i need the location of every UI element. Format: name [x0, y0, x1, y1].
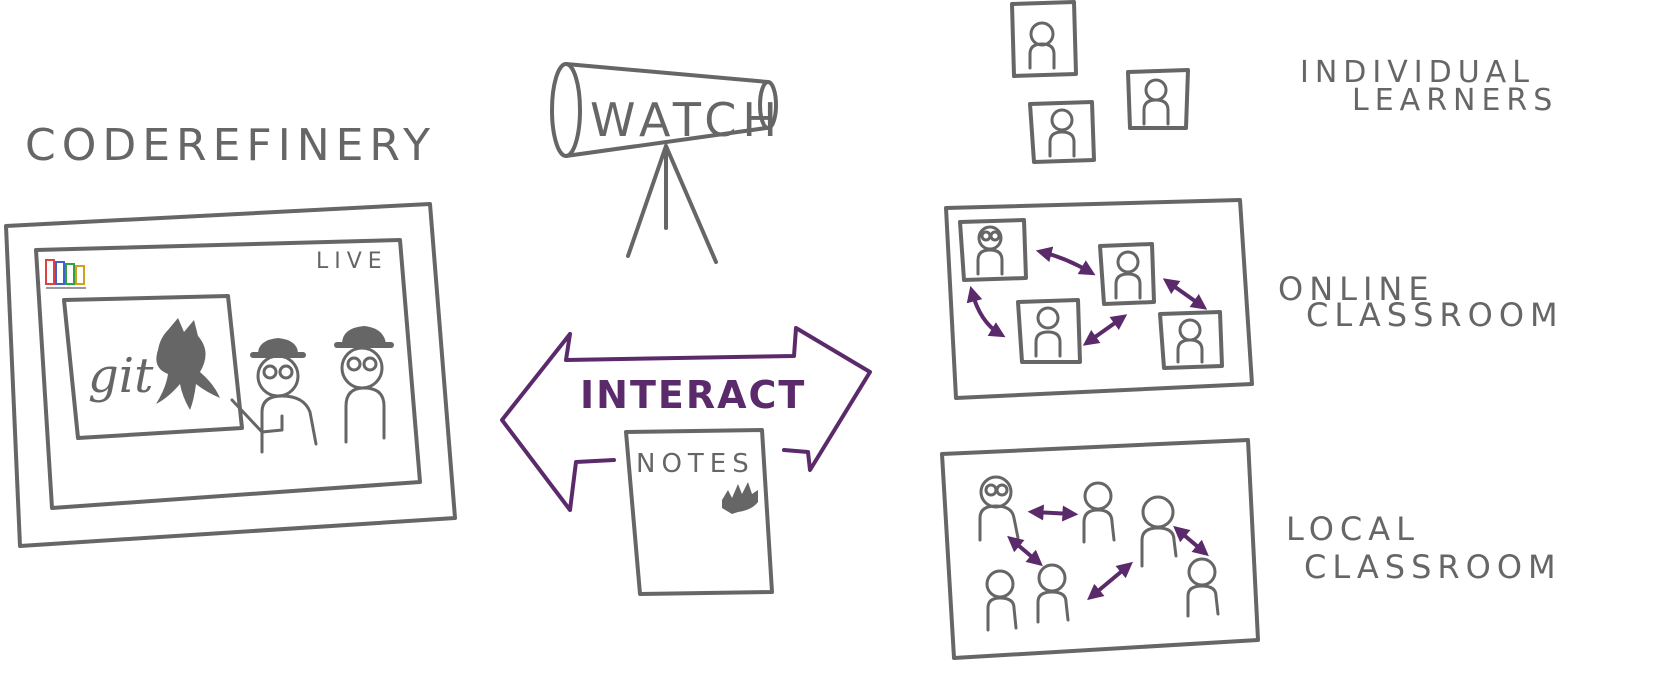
local-interaction-arrows — [1007, 504, 1209, 601]
local-person-glasses — [978, 475, 1020, 542]
notes-document — [624, 428, 774, 596]
online-participant-4 — [1158, 310, 1224, 370]
interact-label: INTERACT — [580, 373, 806, 417]
online-label-line1: ONLINE — [1278, 270, 1435, 308]
individual-label-line1: INDIVIDUAL — [1300, 55, 1535, 90]
watch-label: WATCH — [590, 93, 783, 147]
shared-screen — [62, 294, 244, 440]
local-person-5 — [985, 569, 1018, 632]
notes-label: NOTES — [636, 449, 755, 479]
individual-learner-2 — [1126, 68, 1190, 130]
online-interaction-arrows — [966, 246, 1208, 346]
local-classroom-frame — [940, 438, 1260, 660]
local-person-3 — [1140, 495, 1178, 568]
tv-outer-frame — [4, 202, 457, 548]
online-participant-2 — [1098, 242, 1156, 306]
git-text: git — [88, 348, 154, 404]
local-person-4 — [1186, 557, 1220, 618]
online-participant-1 — [958, 218, 1028, 282]
coderefinery-logo — [45, 259, 86, 289]
live-label: LIVE — [316, 249, 388, 274]
individual-label-line2: LEARNERS — [1352, 83, 1558, 118]
local-label-line1: LOCAL — [1286, 510, 1420, 548]
tv-inner-screen — [34, 238, 422, 510]
telescope-watch — [550, 62, 778, 264]
local-person-6 — [1036, 563, 1070, 624]
octocat-icon — [156, 318, 220, 410]
coderefinery-title: CODEREFINERY — [25, 120, 436, 171]
interact-double-arrow — [500, 326, 872, 512]
online-label-line2: CLASSROOM — [1306, 296, 1564, 334]
online-classroom-frame — [944, 198, 1254, 400]
local-person-2 — [1082, 481, 1116, 544]
online-participant-3 — [1016, 298, 1082, 364]
individual-learner-3 — [1028, 100, 1096, 164]
instructor-standing — [334, 326, 394, 444]
instructor-pointing — [230, 338, 318, 454]
individual-learner-1 — [1010, 0, 1078, 78]
hedgehog-icon — [722, 482, 758, 514]
local-label-line2: CLASSROOM — [1304, 548, 1562, 586]
